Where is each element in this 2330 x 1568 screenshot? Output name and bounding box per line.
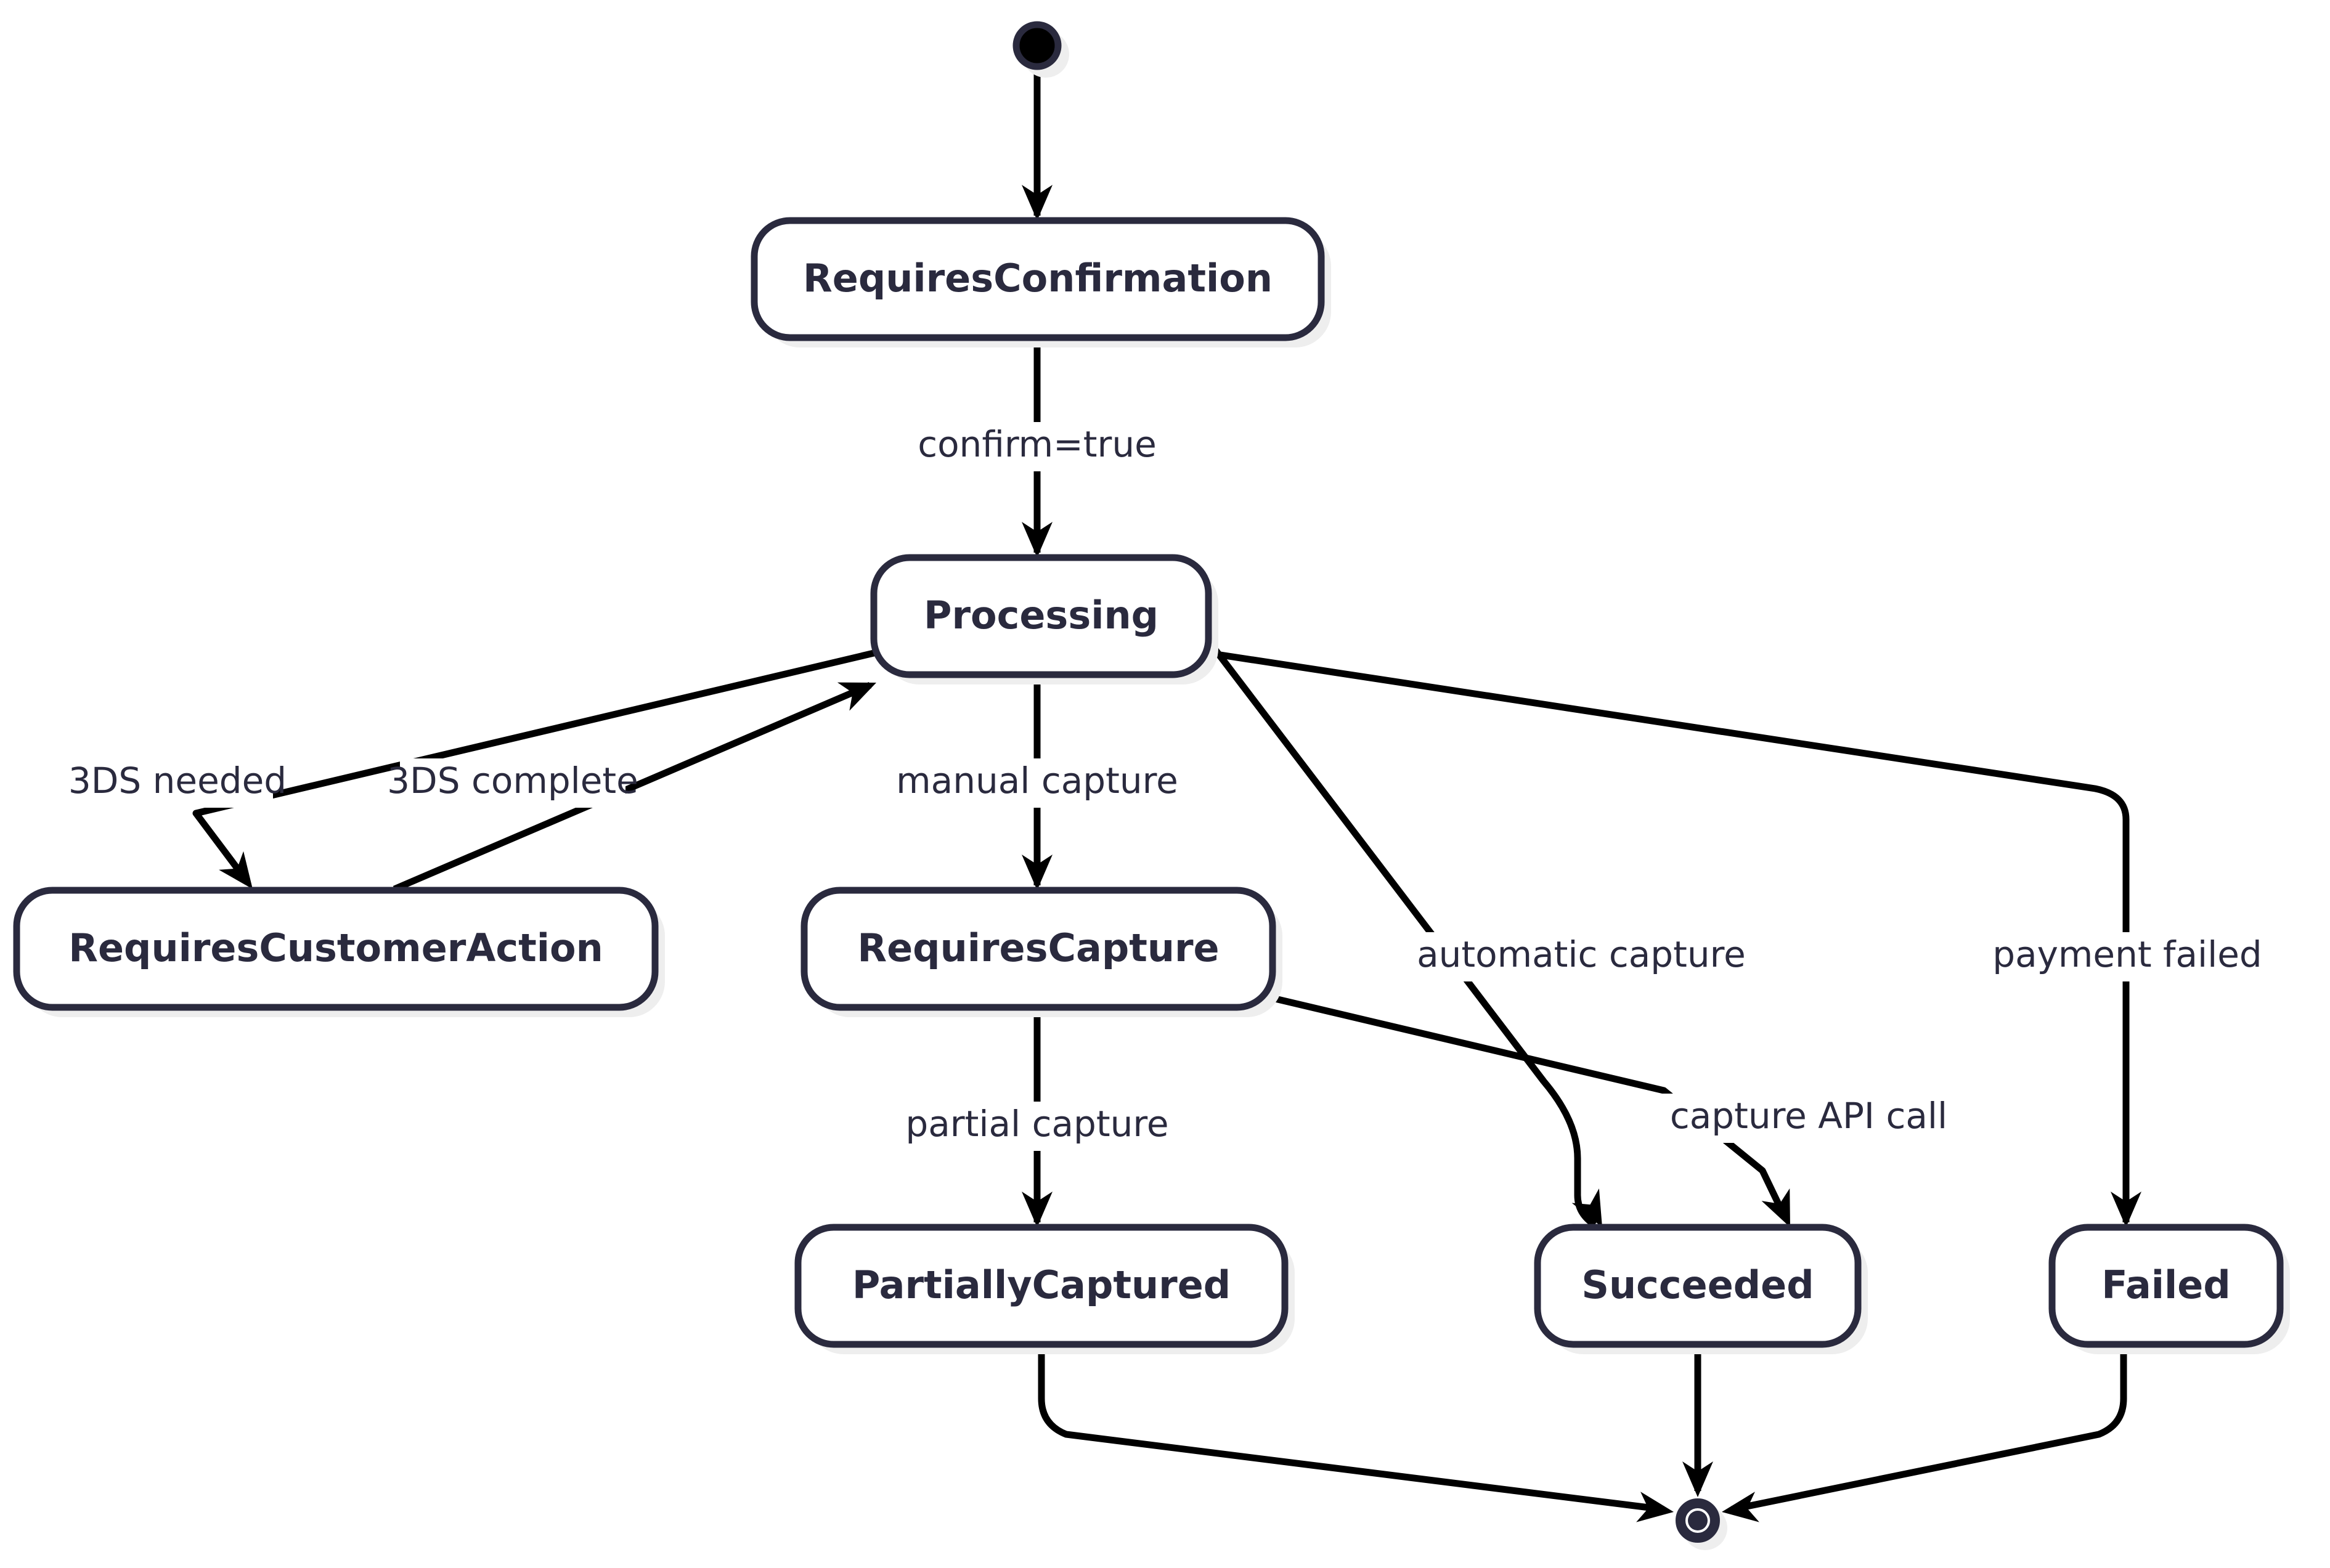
edges-layer [192, 69, 2141, 1522]
state-label: RequiresCustomerAction [68, 925, 603, 970]
state-node-partially_captured[interactable]: PartiallyCaptured [794, 1224, 1295, 1354]
state-label: Succeeded [1581, 1262, 1814, 1307]
state-node-failed[interactable]: Failed [2048, 1224, 2290, 1354]
edge-label-backing [1997, 932, 2257, 981]
state-box[interactable] [800, 887, 1276, 1011]
edge-label-backing [907, 758, 1167, 808]
arrowhead-icon [1022, 855, 1053, 890]
state-node-succeeded[interactable]: Succeeded [1534, 1224, 1868, 1354]
state-label: PartiallyCaptured [852, 1262, 1231, 1307]
edge-label-processing_to_succeeded: automatic capture [1417, 933, 1746, 975]
arrowhead-icon [219, 851, 253, 889]
arrowhead-icon [837, 682, 876, 711]
arrowhead-icon [1571, 1188, 1602, 1227]
edge-label-requires_customer_action_to_processing: 3DS complete [387, 760, 638, 802]
transition-partially_captured_to_final [1038, 1344, 1674, 1522]
arrowhead-icon [1761, 1188, 1790, 1227]
edge-path [1038, 1344, 1664, 1513]
transition-processing_to_requires_customer_action [192, 649, 875, 889]
state-box[interactable] [1534, 1224, 1862, 1348]
edge-label-backing [1425, 932, 1737, 981]
arrowhead-icon [1022, 185, 1053, 221]
edge-path [1208, 649, 2130, 1222]
start-circle-icon[interactable] [1012, 21, 1062, 70]
edge-path [1730, 1344, 2127, 1513]
state-box[interactable] [870, 554, 1212, 678]
edge-label-backing [400, 758, 625, 808]
edge-label-processing_to_failed: payment failed [1992, 933, 2262, 975]
transition-start_to_requires_confirmation [1022, 69, 1053, 221]
state-node-requires_customer_action[interactable]: RequiresCustomerAction [13, 887, 665, 1017]
state-label: Processing [924, 593, 1159, 638]
arrowhead-icon [1682, 1461, 1713, 1497]
final-state-marker[interactable] [1676, 1498, 1727, 1550]
state-box[interactable] [751, 217, 1325, 341]
edge-label-backing [1661, 1094, 1956, 1143]
edge-path [393, 681, 872, 893]
edge-label-processing_to_requires_customer_action: 3DS needed [68, 760, 287, 802]
edge-label-backing [924, 422, 1150, 471]
arrowhead-icon [1636, 1492, 1674, 1522]
arrowhead-icon [1022, 1192, 1053, 1227]
arrowhead-icon [2111, 1192, 2141, 1227]
edge-label-backing [82, 758, 273, 808]
state-label: RequiresCapture [857, 925, 1219, 970]
state-label: RequiresConfirmation [803, 256, 1273, 301]
transition-failed_to_final [1722, 1344, 2127, 1522]
nodes-layer: RequiresConfirmationProcessingRequiresCu… [13, 21, 2290, 1550]
state-node-requires_capture[interactable]: RequiresCapture [800, 887, 1282, 1017]
transition-succeeded_to_final [1682, 1344, 1713, 1497]
state-box[interactable] [2048, 1224, 2284, 1348]
state-node-requires_confirmation[interactable]: RequiresConfirmation [751, 217, 1331, 347]
state-box[interactable] [13, 887, 659, 1011]
start-state-marker[interactable] [1012, 21, 1069, 78]
arrowhead-icon [1722, 1492, 1759, 1522]
state-node-processing[interactable]: Processing [870, 554, 1218, 684]
edge-path [192, 649, 875, 885]
edge-label-requires_capture_to_partially_captured: partial capture [905, 1103, 1168, 1145]
state-box[interactable] [794, 1224, 1289, 1348]
arrowhead-icon [1022, 522, 1053, 558]
edge-path [1205, 638, 1597, 1228]
transition-processing_to_failed [1208, 649, 2141, 1227]
edge-label-requires_capture_to_succeeded: capture API call [1670, 1095, 1947, 1137]
edge-label-processing_to_requires_capture: manual capture [896, 760, 1178, 802]
edge-labels-layer: confirm=true 3DS needed 3DS complete manual… [68, 422, 2262, 1151]
final-dot-icon [1688, 1511, 1708, 1530]
state-label: Failed [2101, 1262, 2231, 1307]
transition-requires_customer_action_to_processing [393, 681, 876, 893]
edge-label-backing [898, 1102, 1176, 1151]
transition-processing_to_succeeded [1205, 638, 1602, 1228]
edge-label-requires_confirmation_to_processing: confirm=true [918, 423, 1157, 465]
